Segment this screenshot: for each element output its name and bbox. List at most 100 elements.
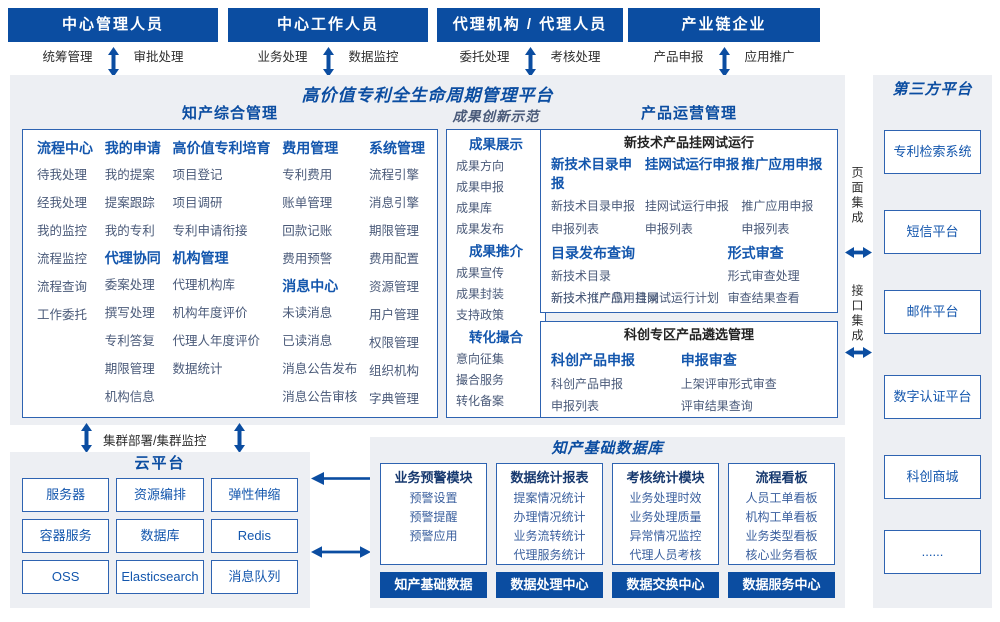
db-column-warning: 业务预警模块 预警设置 预警提醒 预警应用 知产基础数据 xyxy=(380,463,487,598)
section-title: 第三方平台 xyxy=(892,81,973,98)
section-title: 产品运营管理 xyxy=(640,105,737,122)
db-module-box: 考核统计模块 业务处理时效 业务处理质量 异常情况监控 代理人员考核 xyxy=(612,463,719,565)
menu-item: 流程监控 xyxy=(37,252,88,266)
product-column: 推广应用申报 推广应用申报 申报列表 xyxy=(741,155,827,241)
menu-item: 消息公告审核 xyxy=(282,390,358,404)
platform-panel: 高价值专利全生命周期管理平台 知产综合管理 流程中心 待我处理 经我处理 我的监… xyxy=(10,75,845,425)
third-party-panel: 第三方平台 专利检索系统 短信平台 邮件平台 数字认证平台 科创商城 .....… xyxy=(873,75,992,608)
cloud-service-box: Elasticsearch xyxy=(116,560,204,594)
product-column: 挂网试运行申报 挂网试运行申报 申报列表 xyxy=(645,155,742,241)
menu-item: 支持政策 xyxy=(456,308,505,322)
double-arrow-vertical-icon xyxy=(322,47,335,77)
group-header: 代理协同 xyxy=(104,250,161,266)
menu-item: 组织机构 xyxy=(368,364,419,378)
menu-item: 我的专利 xyxy=(104,224,155,238)
double-arrow-vertical-icon xyxy=(107,47,120,77)
menu-item: 意向征集 xyxy=(456,352,505,366)
group-header: 形式审查 xyxy=(727,245,784,261)
menu-item: 机构工单看板 xyxy=(745,510,818,524)
menu-item: 资源管理 xyxy=(368,280,419,294)
actor-role-left: 产品申报 xyxy=(653,50,704,64)
product-column: 科创产品申报 科创产品申报 申报列表 xyxy=(551,347,681,417)
cloud-service-box: 容器服务 xyxy=(22,519,110,553)
menu-item: 新技术推广应用目录 xyxy=(551,291,660,305)
ip-column-cultivation: 高价值专利培育 项目登记 项目调研 专利申请衔接 机构管理 代理机构库 机构年度… xyxy=(172,135,270,417)
menu-item: 代理人员考核 xyxy=(629,548,702,562)
third-party-box: 数字认证平台 xyxy=(884,375,981,419)
menu-item: 账单管理 xyxy=(282,196,333,210)
db-footer-box: 数据服务中心 xyxy=(728,572,835,598)
menu-item: 机构信息 xyxy=(104,390,155,404)
group-header: 业务预警模块 xyxy=(394,470,473,485)
group-header: 转化撮合 xyxy=(469,330,523,345)
menu-item: 提案情况统计 xyxy=(513,491,586,505)
product-column: 申报审查 上架评审形式审查 评审结果查询 xyxy=(681,347,827,417)
arrow-left-icon xyxy=(311,472,371,490)
ip-column-fees: 费用管理 专利费用 账单管理 回款记账 费用预警 消息中心 未读消息 已读消息 … xyxy=(282,135,357,417)
menu-item: 提案跟踪 xyxy=(104,196,155,210)
double-arrow-horizontal-icon xyxy=(845,246,872,264)
db-column-assessment: 考核统计模块 业务处理时效 业务处理质量 异常情况监控 代理人员考核 数据交换中… xyxy=(612,463,719,598)
menu-item: 预警设置 xyxy=(409,491,458,505)
menu-item: 评审结果查询 xyxy=(680,399,753,413)
actor-role-left: 委托处理 xyxy=(459,50,510,64)
menu-item: 经我处理 xyxy=(37,196,88,210)
group-header: 流程中心 xyxy=(37,140,93,156)
group-header: 系统管理 xyxy=(368,140,425,156)
menu-item: 我的监控 xyxy=(37,224,88,238)
actor-role-right: 审批处理 xyxy=(133,50,184,64)
menu-item: 流程引擎 xyxy=(368,168,419,182)
section-title: 成果创新示范 xyxy=(452,109,540,124)
cluster-label: 集群部署/集群监控 xyxy=(103,434,207,448)
menu-item: 项目调研 xyxy=(172,196,223,210)
ip-column-system: 系统管理 流程引擎 消息引擎 期限管理 费用配置 资源管理 用户管理 权限管理 … xyxy=(369,135,425,417)
group-header: 我的申请 xyxy=(104,140,161,156)
menu-item: 推广应用申报 xyxy=(741,199,814,213)
menu-item: 审查结果查看 xyxy=(727,291,800,305)
menu-item: 专利申请衔接 xyxy=(172,224,248,238)
group-header: 成果推介 xyxy=(469,244,523,259)
page-integration-label: 页面集成 xyxy=(850,166,864,226)
menu-item: 上架评审形式审查 xyxy=(680,377,777,391)
menu-item: 消息引擎 xyxy=(368,196,419,210)
menu-item: 成果发布 xyxy=(456,222,505,236)
cloud-service-box: OSS xyxy=(22,560,110,594)
menu-item: 成果宣传 xyxy=(456,266,505,280)
menu-item: 成果库 xyxy=(456,201,493,215)
menu-item: 形式审查处理 xyxy=(727,269,800,283)
third-party-box: ...... xyxy=(884,530,981,574)
menu-item: 代理机构库 xyxy=(172,278,235,292)
ip-column-my-application: 我的申请 我的提案 提案跟踪 我的专利 代理协同 委案处理 撰写处理 专利答复 … xyxy=(105,135,161,417)
third-party-box: 科创商城 xyxy=(884,455,981,499)
group-header: 费用管理 xyxy=(282,140,339,156)
new-tech-trial-box: 新技术产品挂网试运行 新技术目录申报 新技术目录申报 申报列表 挂网试运行申报 … xyxy=(540,129,838,313)
db-footer-box: 数据交换中心 xyxy=(612,572,719,598)
actor-agency: 代理机构 / 代理人员 委托处理 考核处理 xyxy=(437,8,623,77)
section-title: 云平台 xyxy=(134,455,186,472)
section-product-operation: 产品运营管理 新技术产品挂网试运行 新技术目录申报 新技术目录申报 申报列表 挂… xyxy=(540,103,838,418)
menu-item: 消息公告发布 xyxy=(282,362,358,376)
platform-title: 高价值专利全生命周期管理平台 xyxy=(301,86,554,105)
menu-item: 业务类型看板 xyxy=(745,529,818,543)
menu-item: 费用预警 xyxy=(282,252,333,266)
group-header: 新技术目录申报 xyxy=(551,157,632,191)
menu-item: 权限管理 xyxy=(368,336,419,350)
group-header: 科创产品申报 xyxy=(551,352,635,368)
menu-item: 代理人年度评价 xyxy=(172,334,260,348)
cloud-service-box: 消息队列 xyxy=(210,560,298,594)
formal-review-group: 形式审查 形式审查处理 审查结果查看 xyxy=(728,241,827,309)
actor-title: 中心管理人员 xyxy=(8,8,218,42)
double-arrow-vertical-icon xyxy=(233,423,246,458)
cloud-platform-panel: 云平台 服务器 资源编排 弹性伸缩 容器服务 数据库 Redis OSS Ela… xyxy=(10,452,310,608)
menu-item: 已读消息 xyxy=(282,334,333,348)
group-header: 数据统计报表 xyxy=(510,470,589,485)
group-header: 成果展示 xyxy=(469,137,523,152)
menu-item: 新技术（产品）挂网试运行计划 xyxy=(551,291,720,305)
group-header: 目录发布查询 xyxy=(551,245,635,261)
menu-item: 工作委托 xyxy=(37,308,88,322)
third-party-box: 专利检索系统 xyxy=(884,130,981,174)
cloud-service-box: 资源编排 xyxy=(116,478,204,512)
menu-item: 业务处理时效 xyxy=(629,491,702,505)
actor-role-right: 数据监控 xyxy=(348,50,399,64)
db-module-box: 流程看板 人员工单看板 机构工单看板 业务类型看板 核心业务看板 xyxy=(728,463,835,565)
